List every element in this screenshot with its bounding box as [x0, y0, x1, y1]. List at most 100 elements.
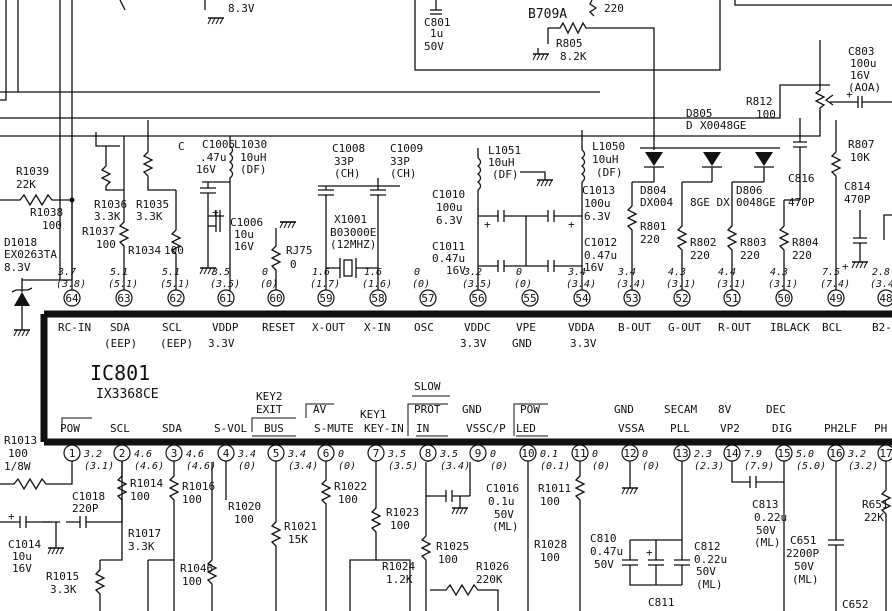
bottom-pin-circle: [63, 444, 81, 462]
r1025-value: 100: [438, 553, 458, 566]
l1050-note: (DF): [596, 166, 623, 179]
r1014-value: 100: [130, 490, 150, 503]
c1010-ref: C1010: [432, 188, 465, 201]
c814-ref: C814: [844, 180, 871, 193]
d804-part: DX004: [640, 196, 673, 209]
top-pin-number: 64: [65, 292, 79, 305]
top-pin-circle: [673, 289, 691, 307]
label-pow: POW: [520, 403, 540, 416]
x1001-ref: X1001: [334, 213, 367, 226]
c651-note: (ML): [792, 573, 819, 586]
d1018-ref: D1018: [4, 236, 37, 249]
bottom-pin-circle: [419, 444, 437, 462]
label-dec: DEC: [766, 403, 786, 416]
bottom-pin-label: PH: [874, 422, 887, 435]
r1015-value: 3.3K: [50, 583, 77, 596]
lower-left-block: R1013 100 1/8W C1018 220P + C1014 10u 16…: [0, 434, 227, 611]
c651-rating: 50V: [794, 560, 814, 573]
bottom-pin-circle: [519, 444, 537, 462]
bottom-pin-number: 7: [373, 447, 380, 460]
c1011-rating: 16V: [446, 264, 466, 277]
c803-ref: C803: [848, 45, 875, 58]
r1020-ref: R1020: [228, 500, 261, 513]
l1051-value: 10uH: [488, 156, 515, 169]
r1024-value: 1.2K: [386, 573, 413, 586]
bottom-pin-label: PH2LF: [824, 422, 857, 435]
c1013-value: 100u: [584, 197, 611, 210]
c1009-value: 33P: [390, 155, 410, 168]
bottom-pin-circle: [571, 444, 589, 462]
r1011-ref: R1011: [538, 482, 571, 495]
top-pin-voltage: 0: [262, 267, 268, 278]
bottom-pin-circle: [827, 444, 845, 462]
c651-value: 2200P: [786, 547, 819, 560]
top-pin-voltage: 3.7: [57, 267, 76, 278]
rj75-ref: RJ75: [286, 244, 313, 257]
bottom-pin-voltage-alt: (0): [592, 461, 610, 472]
top-pin-voltage: 5.1: [110, 267, 128, 278]
bottom-pin-voltage: 0: [642, 449, 648, 460]
r812-value: 100: [756, 108, 776, 121]
top-pin-number: 61: [219, 292, 232, 305]
bottom-pin-number: 1: [69, 447, 76, 460]
r807-value: 10K: [850, 151, 870, 164]
top-pin-circle: [623, 289, 641, 307]
bottom-pin-voltage-alt: (0): [238, 461, 256, 472]
top-sub-label: (EEP): [104, 337, 137, 350]
c1018-value: 220P: [72, 502, 99, 515]
bottom-pin-voltage: 3.5: [439, 449, 458, 460]
c1005-value: .47u: [200, 151, 227, 164]
r1036-value: 3.3K: [94, 210, 121, 223]
bottom-pin-number: 15: [777, 447, 790, 460]
bottom-pin-circle: [469, 444, 487, 462]
top-pin-voltage-alt: (5.1): [108, 279, 138, 290]
top-pin-number: 48: [879, 292, 892, 305]
bottom-pin-number: 9: [475, 447, 482, 460]
c1016-rating: 50V: [494, 508, 514, 521]
r1017-ref: R1017: [128, 527, 161, 540]
c1010-rating: 6.3V: [436, 214, 463, 227]
r802-ref: R802: [690, 236, 717, 249]
c816-value: 470P: [788, 196, 815, 209]
c810-ref: C810: [590, 532, 617, 545]
top-pin-number: 54: [575, 292, 589, 305]
top-pin-voltage-alt: (3.1): [716, 279, 746, 290]
r1017-value: 3.3K: [128, 540, 155, 553]
top-pin-number: 53: [625, 292, 638, 305]
r1036-ref: R1036: [94, 198, 127, 211]
top-pin-label: B2-I: [872, 321, 892, 334]
bottom-pin-voltage-alt: (4.6): [134, 461, 164, 472]
c803-value: 100u: [850, 57, 877, 70]
c1009-note: (CH): [390, 167, 417, 180]
c801-value: 1u: [430, 27, 443, 40]
bottom-pin-circle: [165, 444, 183, 462]
d806-part: 0048GE: [736, 196, 776, 209]
c-short-ref: C: [178, 140, 185, 153]
top-pin-number: 50: [777, 292, 790, 305]
r1021-ref: R1021: [284, 520, 317, 533]
top-pin-number: 55: [523, 292, 536, 305]
c1006-plus: +: [212, 206, 219, 219]
top-pin-voltage-alt: (5.1): [160, 279, 190, 290]
bottom-pin-circle: [367, 444, 385, 462]
left-top-block: R1039 22K R1038 100 R1036 3.3K R1037 100…: [0, 120, 184, 337]
label-slow: SLOW: [414, 380, 441, 393]
r1015-ref: R1015: [46, 570, 79, 583]
l1030-value: 10uH: [240, 151, 267, 164]
bottom-pin-voltage: 2.3: [694, 449, 712, 460]
bottom-pin-circle: [317, 444, 335, 462]
bottom-pin-circle: [673, 444, 691, 462]
label-gnd: GND: [462, 403, 482, 416]
top-pin-voltage: 4.4: [718, 267, 736, 278]
c810-value: 0.47u: [590, 545, 623, 558]
bottom-pin-voltage: 0: [490, 449, 496, 460]
lower-right-block: R1011 100 R1028 100 C810 0.47u 50V + C81…: [527, 462, 892, 611]
bottom-pin-number: 5: [273, 447, 280, 460]
c-plus-1: +: [484, 218, 491, 231]
supply-filters: L1050 10uH (DF) C1013 100u 6.3V C1012 0.…: [432, 130, 625, 292]
top-pin-number: 63: [117, 292, 130, 305]
c-plus-2: +: [568, 218, 575, 231]
r1022-ref: R1022: [334, 480, 367, 493]
top-pin-label: SDA: [110, 321, 130, 334]
